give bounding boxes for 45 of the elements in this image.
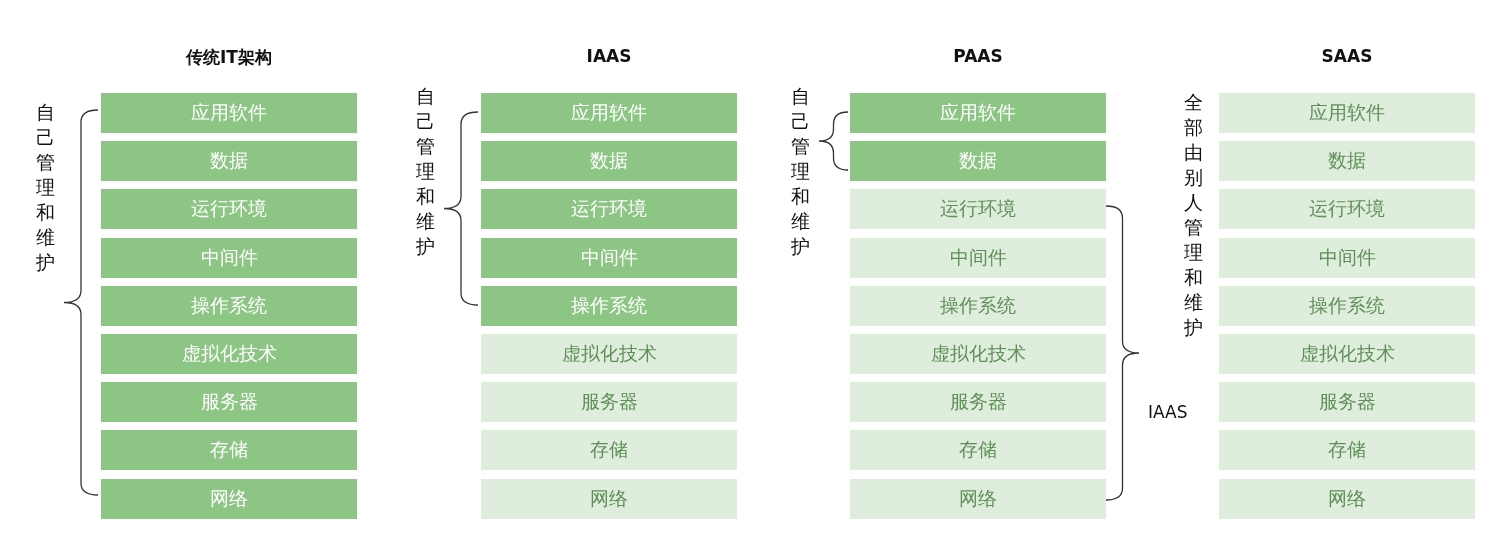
column-heading: IAAS (586, 46, 632, 66)
layer-box: 存储 (481, 430, 737, 471)
layer-box: 应用软件 (850, 93, 1106, 133)
layer-box: 数据 (1219, 141, 1475, 182)
layer-box: 存储 (850, 430, 1106, 471)
layer-box: 网络 (850, 478, 1106, 519)
side-label: 自己管理和维护 (414, 84, 436, 259)
layer-box: 应用软件 (1219, 93, 1475, 133)
layer-box: 存储 (101, 430, 357, 471)
layer-box: 数据 (481, 141, 737, 182)
layer-box: 网络 (481, 478, 737, 519)
side-label: 自己管理和维护 (34, 100, 56, 275)
layer-box: 运行环境 (850, 189, 1106, 230)
layer-box: 虚拟化技术 (481, 334, 737, 374)
side-label: 全部由别人管理和维护 (1182, 90, 1204, 340)
layer-box: 中间件 (850, 237, 1106, 278)
layer-box: 中间件 (481, 237, 737, 278)
column-heading: 传统IT架构 (186, 46, 272, 69)
side-label: 自己管理和维护 (789, 84, 811, 259)
layer-box: 虚拟化技术 (101, 334, 357, 374)
layer-box: 存储 (1219, 430, 1475, 471)
layer-box: 服务器 (1219, 382, 1475, 423)
layer-box: 数据 (101, 141, 357, 182)
layer-box: 网络 (1219, 478, 1475, 519)
layer-box: 运行环境 (101, 189, 357, 230)
layer-box: 中间件 (101, 237, 357, 278)
layer-box: 中间件 (1219, 237, 1475, 278)
column-heading: PAAS (953, 46, 1003, 66)
layer-box: 虚拟化技术 (850, 334, 1106, 374)
column-heading: SAAS (1321, 46, 1373, 66)
layer-box: 应用软件 (101, 93, 357, 133)
layer-box: 操作系统 (850, 285, 1106, 326)
layer-box: 服务器 (481, 382, 737, 423)
layer-box: 应用软件 (481, 93, 737, 133)
layer-box: 操作系统 (101, 285, 357, 326)
layer-box: 服务器 (850, 382, 1106, 423)
layer-box: 运行环境 (1219, 189, 1475, 230)
layer-box: 数据 (850, 141, 1106, 182)
layer-box: 网络 (101, 478, 357, 519)
layer-box: 服务器 (101, 382, 357, 423)
layer-box: 运行环境 (481, 189, 737, 230)
layer-box: 虚拟化技术 (1219, 334, 1475, 374)
bracket-label: IAAS (1148, 402, 1188, 422)
layer-box: 操作系统 (481, 285, 737, 326)
layer-box: 操作系统 (1219, 285, 1475, 326)
